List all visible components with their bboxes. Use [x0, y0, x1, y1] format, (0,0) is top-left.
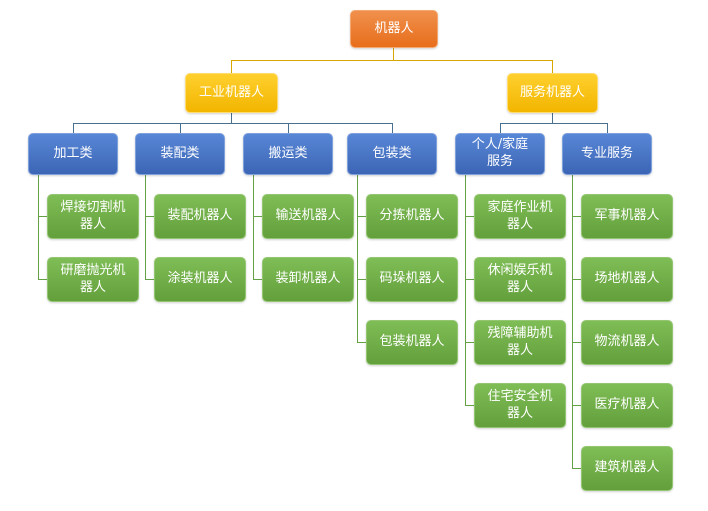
connector-industrial-bus [73, 123, 393, 124]
node-home-security-robot[interactable]: 住宅安全机器人 [474, 383, 566, 428]
connector-service-bus [500, 123, 608, 124]
connector-stub [465, 279, 474, 280]
node-label: 装配机器人 [167, 208, 233, 224]
node-label: 机器人 [374, 20, 414, 36]
node-packaging-category[interactable]: 包装类 [347, 133, 437, 175]
connector-service-stem [552, 113, 553, 123]
node-label: 涂装机器人 [167, 271, 233, 287]
node-label: 休闲娱乐机器人 [487, 262, 553, 295]
node-label: 包装类 [372, 145, 412, 161]
node-disability-assist-robot[interactable]: 残障辅助机器人 [474, 320, 566, 365]
node-welding-cutting-robot[interactable]: 焊接切割机器人 [47, 194, 139, 239]
node-label: 服务机器人 [519, 84, 585, 100]
node-label: 装配类 [160, 145, 200, 161]
connector-stub [145, 216, 154, 217]
node-label: 住宅安全机器人 [487, 388, 553, 421]
connector-drop-personal-home [500, 123, 501, 133]
connector-stub [572, 216, 581, 217]
node-label: 工业机器人 [198, 84, 264, 100]
node-label: 场地机器人 [594, 271, 660, 287]
node-loading-unloading-robot[interactable]: 装卸机器人 [262, 257, 354, 302]
connector-stub [572, 342, 581, 343]
node-personal-home-service[interactable]: 个人/家庭服务 [455, 133, 545, 175]
connector-stub [357, 279, 366, 280]
node-label: 装卸机器人 [275, 271, 341, 287]
node-sorting-robot[interactable]: 分拣机器人 [366, 194, 458, 239]
node-painting-robot[interactable]: 涂装机器人 [154, 257, 246, 302]
node-grinding-polishing-robot[interactable]: 研磨抛光机器人 [47, 257, 139, 302]
node-label: 医疗机器人 [594, 397, 660, 413]
connector-root-stem [393, 48, 394, 60]
connector-drop-processing [73, 123, 74, 133]
connector-stub [357, 342, 366, 343]
node-military-robot[interactable]: 军事机器人 [581, 194, 673, 239]
connector-drop-industrial [231, 60, 232, 73]
node-label: 分拣机器人 [379, 208, 445, 224]
connector-processing-rail [38, 175, 39, 280]
connector-stub [253, 279, 262, 280]
node-service-robot[interactable]: 服务机器人 [507, 73, 598, 113]
connector-stub [572, 468, 581, 469]
node-label: 物流机器人 [594, 334, 660, 350]
connector-industrial-stem [231, 113, 232, 123]
node-field-robot[interactable]: 场地机器人 [581, 257, 673, 302]
node-assembly-robot[interactable]: 装配机器人 [154, 194, 246, 239]
node-label: 建筑机器人 [594, 460, 660, 476]
connector-stub [465, 342, 474, 343]
node-packaging-robot[interactable]: 包装机器人 [366, 320, 458, 365]
node-medical-robot[interactable]: 医疗机器人 [581, 383, 673, 428]
node-label: 输送机器人 [275, 208, 341, 224]
connector-personal-home-rail [465, 175, 466, 406]
node-label: 军事机器人 [594, 208, 660, 224]
node-palletizing-robot[interactable]: 码垛机器人 [366, 257, 458, 302]
connector-assembly-rail [145, 175, 146, 280]
connector-stub [572, 279, 581, 280]
node-label: 搬运类 [268, 145, 308, 161]
node-construction-robot[interactable]: 建筑机器人 [581, 446, 673, 491]
connector-stub [253, 216, 262, 217]
node-logistics-robot[interactable]: 物流机器人 [581, 320, 673, 365]
connector-professional-rail [572, 175, 573, 469]
node-assembly-category[interactable]: 装配类 [135, 133, 225, 175]
connector-stub [38, 279, 47, 280]
connector-stub [357, 216, 366, 217]
connector-stub [465, 216, 474, 217]
connector-drop-handling [288, 123, 289, 133]
node-label: 研磨抛光机器人 [60, 262, 126, 295]
node-industrial-robot[interactable]: 工业机器人 [185, 73, 278, 113]
node-robot-root[interactable]: 机器人 [350, 10, 438, 48]
connector-drop-assembly [180, 123, 181, 133]
connector-stub [465, 405, 474, 406]
node-label: 码垛机器人 [379, 271, 445, 287]
connector-root-bus [231, 60, 553, 61]
connector-stub [572, 405, 581, 406]
node-processing-category[interactable]: 加工类 [28, 133, 118, 175]
connector-packaging-rail [357, 175, 358, 343]
connector-drop-packaging [392, 123, 393, 133]
node-household-robot[interactable]: 家庭作业机器人 [474, 194, 566, 239]
node-label: 专业服务 [580, 145, 633, 161]
node-professional-service[interactable]: 专业服务 [562, 133, 652, 175]
connector-drop-professional [607, 123, 608, 133]
node-label: 焊接切割机器人 [60, 199, 126, 232]
node-handling-category[interactable]: 搬运类 [243, 133, 333, 175]
node-conveying-robot[interactable]: 输送机器人 [262, 194, 354, 239]
connector-stub [145, 279, 154, 280]
node-label: 加工类 [53, 145, 93, 161]
node-label: 家庭作业机器人 [487, 199, 553, 232]
connector-handling-rail [253, 175, 254, 280]
connector-drop-service [552, 60, 553, 73]
node-entertainment-robot[interactable]: 休闲娱乐机器人 [474, 257, 566, 302]
node-label: 包装机器人 [379, 334, 445, 350]
connector-stub [38, 216, 47, 217]
node-label: 个人/家庭服务 [471, 137, 529, 169]
node-label: 残障辅助机器人 [487, 325, 553, 358]
